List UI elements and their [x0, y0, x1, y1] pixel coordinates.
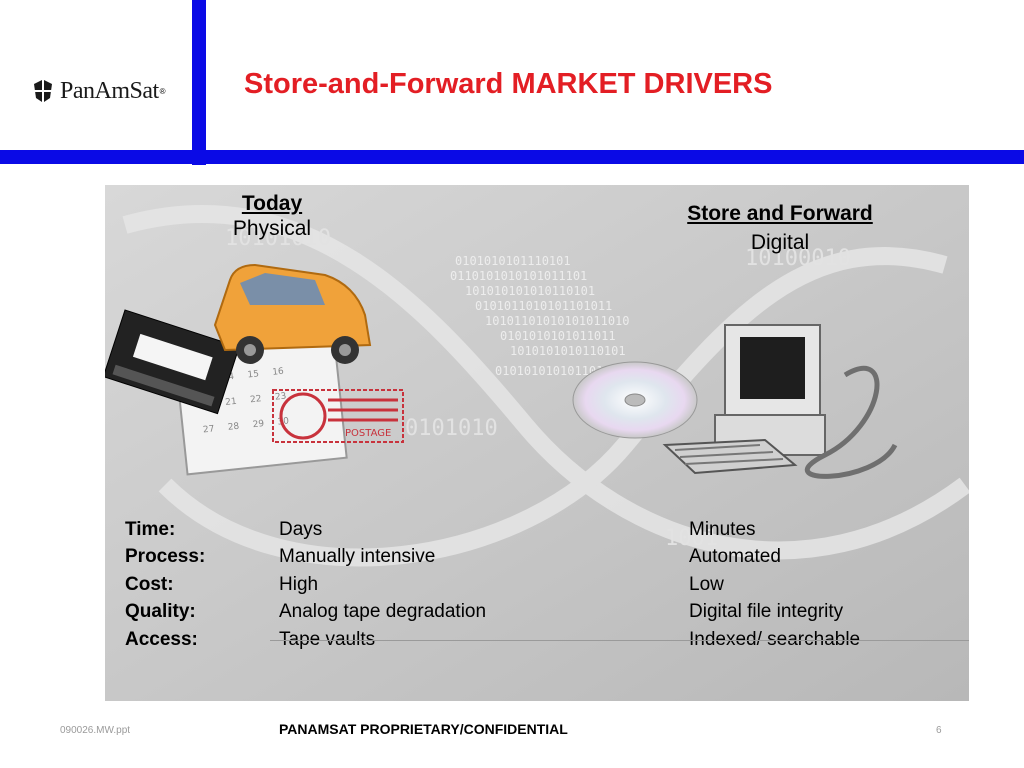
logo-registered-mark: ®: [159, 86, 166, 96]
store-forward-value: Indexed/ searchable: [689, 629, 861, 650]
svg-text:10101101010101011010: 10101101010101011010: [485, 314, 630, 328]
svg-text:1001: 1001: [665, 526, 718, 551]
postage-stamp-icon: POSTAGE: [272, 389, 404, 443]
svg-text:16: 16: [272, 367, 285, 378]
svg-text:010101010101101: 010101010101101: [495, 364, 603, 378]
today-value: Days: [279, 519, 323, 540]
digital-subheading: Digital: [750, 231, 810, 254]
svg-text:21: 21: [225, 397, 237, 408]
svg-text:15: 15: [247, 369, 259, 380]
binary-digits-icon: 0101010101110101 0110101010101011101 101…: [225, 226, 851, 551]
svg-text:27: 27: [203, 424, 215, 435]
svg-text:0101010: 0101010: [405, 416, 498, 441]
page-number: 6: [936, 725, 942, 736]
header-vertical-bar: [192, 0, 206, 165]
svg-text:0101011010101101011: 0101011010101101011: [475, 299, 612, 313]
logo-text: PanAmSat: [60, 77, 159, 104]
illustration-panel: 0101010101110101 0110101010101011101 101…: [105, 185, 969, 701]
store-forward-column-header: Store and Forward Digital: [660, 199, 900, 257]
row-label: Access:: [125, 629, 198, 650]
panamsat-logo: PanAmSat ®: [30, 73, 180, 109]
svg-text:29: 29: [252, 419, 265, 430]
svg-text:0101010101110101: 0101010101110101: [455, 254, 571, 268]
today-value: High: [279, 574, 319, 595]
physical-subheading: Physical: [232, 217, 312, 240]
row-label: Process:: [125, 546, 206, 567]
cable-icon: [804, 365, 898, 479]
store-forward-heading: Store and Forward: [687, 202, 873, 225]
svg-text:23: 23: [274, 392, 286, 403]
svg-text:0101010101011011: 0101010101011011: [500, 329, 616, 343]
comparison-row-process: Process: Manually intensive Automated: [125, 546, 925, 574]
cd-disc-icon: [572, 361, 698, 439]
divider-line: [270, 640, 969, 641]
svg-text:1010101010110101: 1010101010110101: [510, 344, 626, 358]
computer-icon: [662, 324, 826, 475]
today-column-header: Today Physical: [222, 191, 322, 241]
svg-text:22: 22: [250, 394, 262, 405]
comparison-row-access: Access: Tape vaults Indexed/ searchable: [125, 629, 925, 657]
store-forward-value: Digital file integrity: [689, 601, 844, 622]
today-value: Tape vaults: [279, 629, 376, 650]
footer-filename: 090026.MW.ppt: [60, 725, 131, 736]
postage-label: POSTAGE: [345, 428, 391, 439]
header-horizontal-bar: [0, 150, 1024, 164]
svg-text:10100010: 10100010: [745, 246, 851, 271]
svg-text:28: 28: [227, 422, 240, 433]
svg-text:101010101010110101: 101010101010110101: [465, 284, 595, 298]
slide-title: Store-and-Forward MARKET DRIVERS: [244, 68, 773, 100]
today-value: Analog tape degradation: [279, 601, 487, 622]
comparison-row-cost: Cost: High Low: [125, 574, 925, 602]
row-label: Cost:: [125, 574, 174, 595]
comparison-row-quality: Quality: Analog tape degradation Digital…: [125, 601, 925, 629]
row-label: Quality:: [125, 601, 196, 622]
store-forward-value: Minutes: [689, 519, 756, 540]
comparison-row-time: Time: Days Minutes: [125, 519, 925, 547]
vhs-tape-icon: [105, 309, 240, 415]
svg-text:10101010: 10101010: [225, 226, 331, 251]
today-heading: Today: [241, 192, 303, 215]
panamsat-mark-icon: [32, 78, 54, 104]
binary-swoosh-icon: [122, 205, 969, 567]
slide-header: PanAmSat ® Store-and-Forward MARKET DRIV…: [0, 0, 1024, 165]
store-forward-value: Low: [689, 574, 724, 595]
car-icon: [213, 263, 372, 364]
footer-confidential: PANAMSAT PROPRIETARY/CONFIDENTIAL: [279, 721, 568, 737]
today-value: Manually intensive: [279, 546, 436, 567]
svg-text:30: 30: [277, 416, 290, 427]
row-label: Time:: [125, 519, 176, 540]
svg-text:0110101010101011101: 0110101010101011101: [450, 269, 587, 283]
store-forward-value: Automated: [689, 546, 781, 567]
store-forward-illustration: 0101010101110101 0110101010101011101 101…: [105, 185, 969, 701]
